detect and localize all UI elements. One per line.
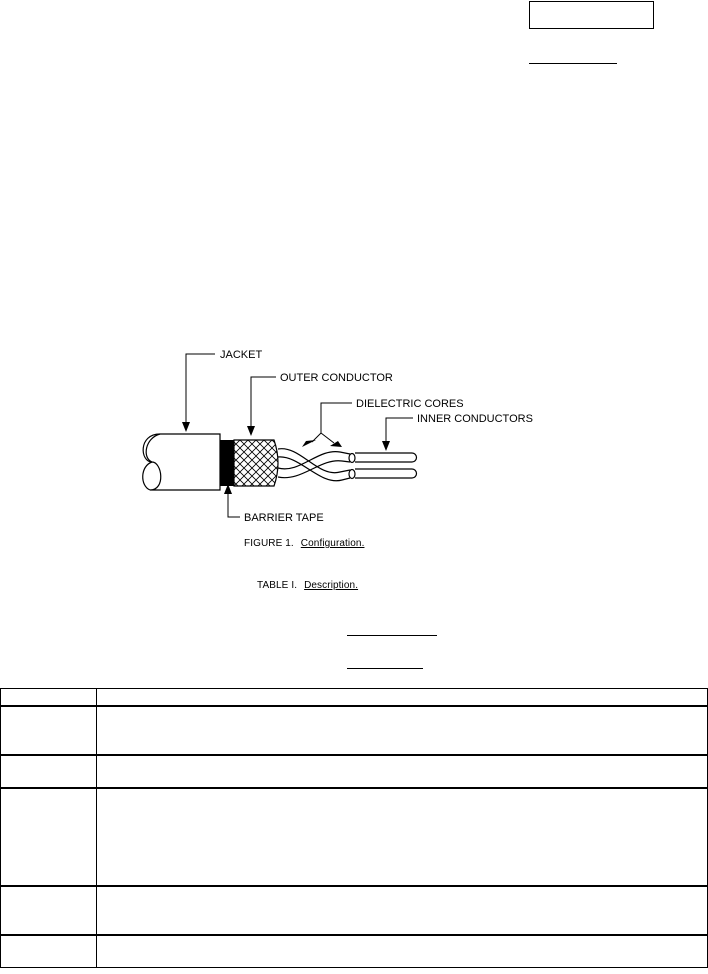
- header-underline: [529, 63, 617, 64]
- table-row: [0, 754, 708, 789]
- table-row: [0, 787, 708, 887]
- label-jacket: JACKET: [220, 349, 262, 361]
- table-cell: [96, 787, 708, 887]
- dielectric-cores-shape: [277, 448, 356, 482]
- outer-conductor-shape: [233, 439, 279, 487]
- label-outer-conductor: OUTER CONDUCTOR: [280, 372, 393, 384]
- label-barrier-tape: BARRIER TAPE: [244, 512, 324, 524]
- header-box: [529, 1, 654, 29]
- table-cell: [0, 705, 97, 756]
- label-dielectric-cores: DIELECTRIC CORES: [356, 398, 464, 410]
- cable-configuration-figure: JACKET OUTER CONDUCTOR DIELECTRIC CORES …: [142, 349, 533, 524]
- table-cell: [0, 885, 97, 936]
- table-cell: [96, 705, 708, 756]
- column-heading-underline-1: [347, 635, 437, 636]
- figure-caption: FIGURE 1. Configuration.: [244, 538, 364, 549]
- table-cell: [96, 885, 708, 936]
- inner-conductors-shape: [355, 452, 418, 479]
- table-row: [0, 885, 708, 936]
- table-row: [0, 705, 708, 756]
- table-cell: [0, 787, 97, 887]
- label-inner-conductors: INNER CONDUCTORS: [417, 413, 533, 425]
- table-cell: [0, 754, 97, 789]
- figure-caption-prefix: FIGURE 1.: [244, 538, 294, 549]
- table-cell: [96, 754, 708, 789]
- table-cell: [96, 934, 708, 968]
- table-header-cell: [96, 688, 708, 707]
- table-header-cell: [0, 688, 97, 707]
- description-table: [0, 688, 708, 968]
- barrier-tape-shape: [220, 440, 234, 486]
- column-heading-underline-2: [347, 668, 423, 669]
- table-row: [0, 934, 708, 968]
- table-cell: [0, 934, 97, 968]
- table-header-row: [0, 688, 708, 707]
- table-caption-prefix: TABLE I.: [257, 580, 298, 591]
- jacket-shape: [142, 433, 221, 491]
- table-caption-title: Description.: [304, 580, 359, 591]
- table-caption: TABLE I. Description.: [257, 580, 358, 591]
- figure-caption-title: Configuration.: [300, 538, 365, 549]
